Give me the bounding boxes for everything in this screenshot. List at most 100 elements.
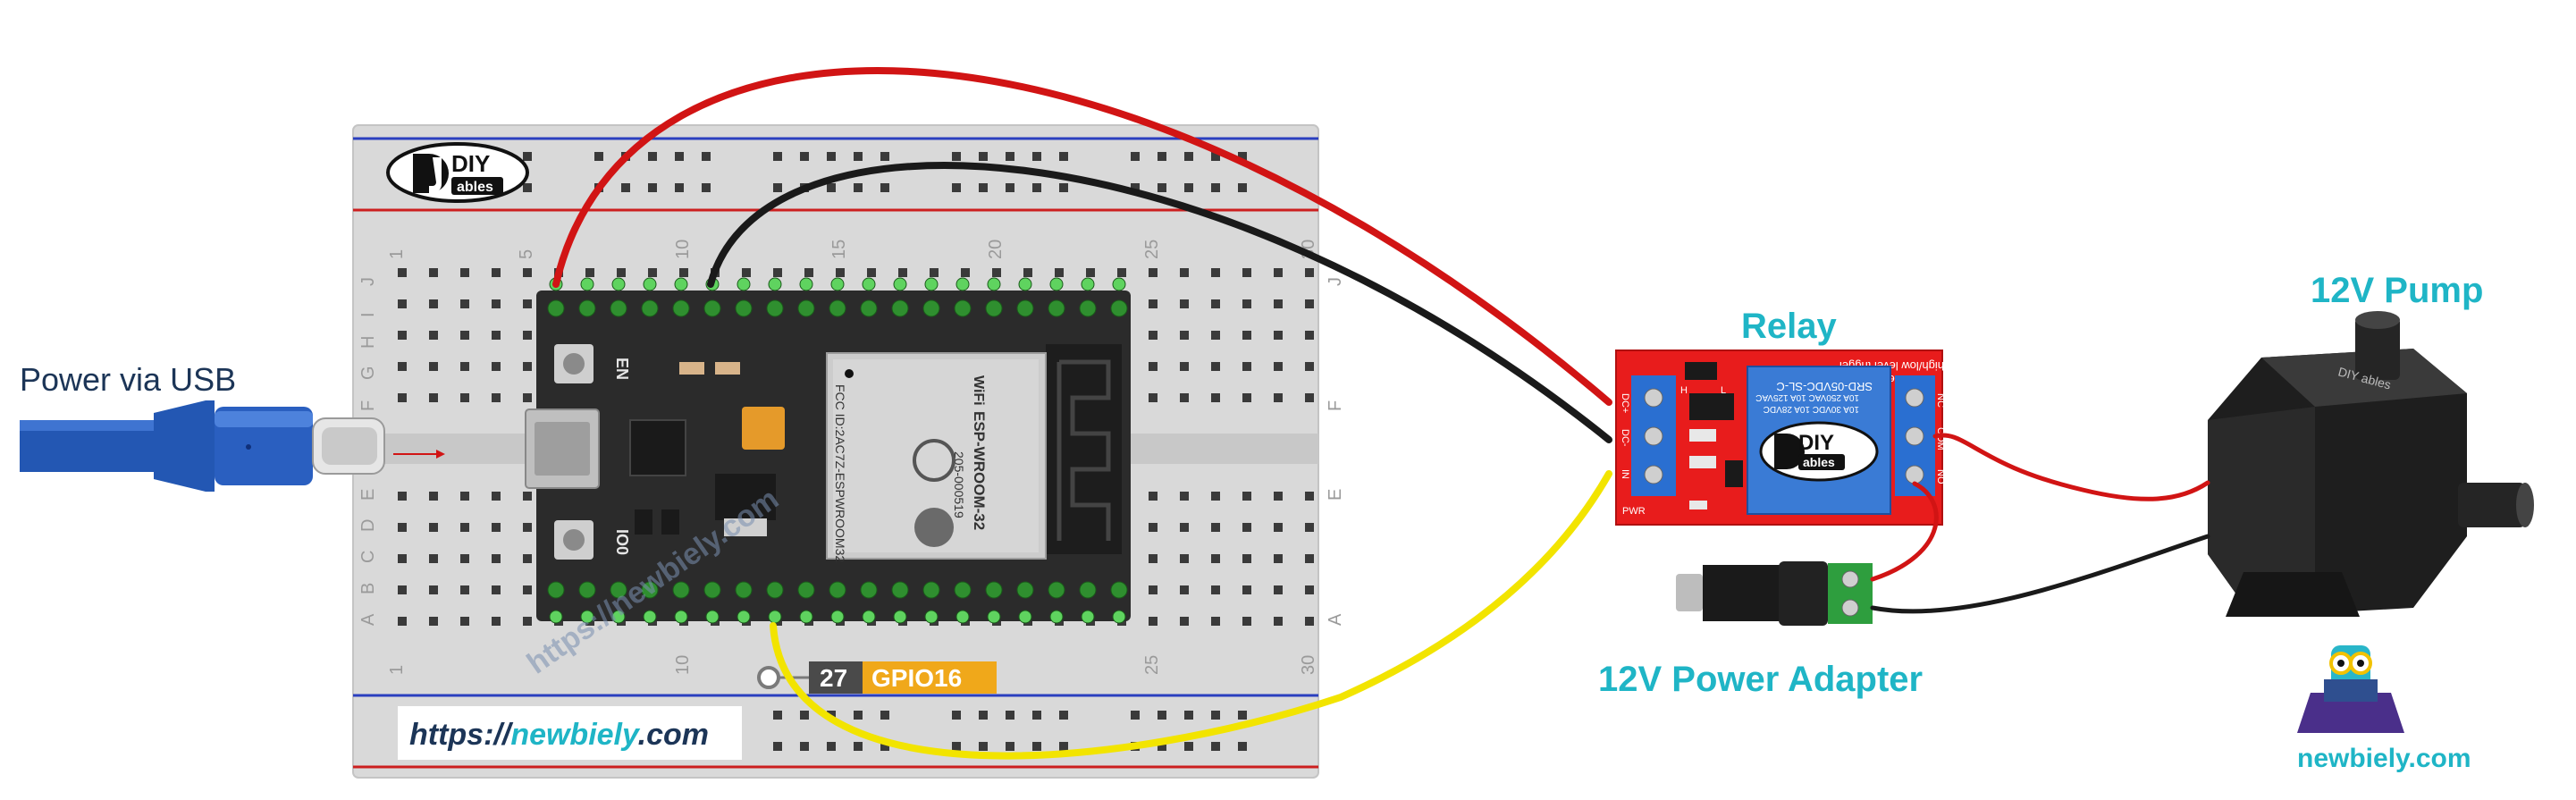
col-number-5: 5 — [517, 249, 536, 259]
esp32-header-pin — [735, 581, 753, 599]
breadboard-rail-hole — [1158, 183, 1166, 192]
esp32-header-pin — [705, 610, 720, 624]
breadboard-rail-hole — [702, 183, 711, 192]
breadboard-hole — [1180, 299, 1189, 308]
breadboard-rail-hole — [773, 183, 782, 192]
relay-logo-bottom: ables — [1803, 455, 1835, 469]
breadboard-hole — [867, 268, 876, 277]
breadboard-hole — [1305, 299, 1314, 308]
breadboard-rail-hole — [1032, 711, 1041, 720]
breadboard-rail-hole — [1238, 183, 1247, 192]
breadboard-hole — [429, 393, 438, 402]
breadboard-hole — [523, 617, 532, 626]
breadboard-hole — [1055, 268, 1064, 277]
esp32-header-pin — [737, 277, 751, 291]
adapter-label: 12V Power Adapter — [1598, 660, 1923, 699]
breadboard-rail-hole — [979, 183, 988, 192]
breadboard-rail-hole — [648, 152, 657, 161]
breadboard-hole — [492, 362, 501, 371]
esp32-header-pin — [924, 277, 939, 291]
breadboard-rail-hole — [800, 711, 809, 720]
svg-text:https://newbiely.com: https://newbiely.com — [409, 718, 709, 752]
url-box: https://newbiely.com — [398, 706, 742, 760]
esp32-header-pin — [643, 277, 657, 291]
esp32-header-pin — [578, 581, 596, 599]
breadboard-rail-hole — [1006, 742, 1014, 751]
esp32-header-pin — [955, 277, 970, 291]
esp32-header-pin — [611, 610, 626, 624]
breadboard-rail-hole — [979, 742, 988, 751]
breadboard-hole — [398, 299, 407, 308]
breadboard-hole — [1180, 523, 1189, 532]
gpio16-pin-label: 27 GPIO16 — [757, 661, 997, 694]
breadboard-hole — [617, 268, 626, 277]
relay-logo-top: DIY — [1798, 431, 1834, 455]
esp32-header-pin — [768, 610, 782, 624]
breadboard-hole — [1242, 523, 1251, 532]
esp32-header-pin — [674, 610, 688, 624]
esp32-board: EN IO0 ESP-WROOM-32 FCC ID:2AC7Z-ESPWROO… — [521, 277, 1131, 694]
breadboard-hole — [460, 617, 469, 626]
breadboard-hole — [398, 393, 407, 402]
esp32-header-pin — [985, 581, 1003, 599]
esp32-header-pin — [955, 610, 970, 624]
breadboard-hole — [992, 268, 1001, 277]
esp-wroom-module: ESP-WROOM-32 FCC ID:2AC7Z-ESPWROOM32 205… — [826, 352, 1047, 562]
esp32-header-pin — [862, 277, 876, 291]
relay-logo: DIY ables — [1759, 421, 1879, 482]
breadboard-hole — [429, 331, 438, 340]
esp32-header-pin — [547, 581, 565, 599]
wire-black-pump — [1870, 534, 2210, 614]
esp32-header-pin — [1016, 299, 1034, 317]
breadboard-hole — [1180, 554, 1189, 563]
newbiely-label: newbiely.com — [2297, 744, 2471, 773]
breadboard-hole — [1180, 393, 1189, 402]
breadboard-rail-hole — [1211, 711, 1220, 720]
breadboard-rail-hole — [880, 152, 889, 161]
breadboard-hole — [1180, 492, 1189, 501]
breadboard-hole — [585, 268, 594, 277]
breadboard-hole — [804, 268, 813, 277]
breadboard-rail-hole — [1211, 742, 1220, 751]
breadboard-hole — [398, 554, 407, 563]
breadboard-rail-hole — [854, 183, 863, 192]
breadboard-rail-hole — [523, 183, 532, 192]
breadboard-rail-hole — [952, 183, 961, 192]
row-letter-c: C — [358, 551, 378, 563]
esp32-header-pin — [829, 581, 846, 599]
breadboard-hole — [492, 523, 501, 532]
relay-rating-1: 10A 250VAC 10A 125VAC — [1755, 392, 1859, 402]
esp32-header-pin — [766, 581, 784, 599]
esp32-header-pin — [922, 299, 940, 317]
esp32-header-pin — [1079, 581, 1097, 599]
breadboard-hole — [1211, 523, 1220, 532]
relay-pwr-led: PWR — [1622, 506, 1646, 517]
breadboard-rail-hole — [1211, 183, 1220, 192]
esp32-header-pin — [580, 277, 594, 291]
breadboard-rail-hole — [979, 711, 988, 720]
breadboard-rail-hole — [1006, 183, 1014, 192]
breadboard-hole — [492, 617, 501, 626]
breadboard-hole — [460, 268, 469, 277]
esp32-header-pin — [580, 610, 594, 624]
breadboard-hole — [1274, 362, 1283, 371]
row-letter-e: E — [358, 489, 378, 501]
breadboard-hole — [523, 331, 532, 340]
esp32-header-pin — [985, 299, 1003, 317]
relay-pin-dc-minus: DC- — [1620, 429, 1630, 447]
esp32-header-pin — [1079, 299, 1097, 317]
breadboard-hole — [398, 331, 407, 340]
breadboard-hole — [460, 362, 469, 371]
gpio16-pin-number: 27 — [820, 664, 847, 692]
col-number-30-bottom: 30 — [1299, 655, 1318, 675]
breadboard-rail-hole — [1131, 711, 1140, 720]
esp32-header-pin — [830, 610, 845, 624]
breadboard-hole — [398, 523, 407, 532]
breadboard-rail-hole — [827, 152, 836, 161]
breadboard-hole — [1305, 617, 1314, 626]
breadboard-hole — [1149, 331, 1158, 340]
breadboard-hole — [930, 268, 939, 277]
breadboard-rail-hole — [952, 742, 961, 751]
breadboard-rail-hole — [702, 152, 711, 161]
relay-jumper-l: L — [1721, 385, 1726, 396]
